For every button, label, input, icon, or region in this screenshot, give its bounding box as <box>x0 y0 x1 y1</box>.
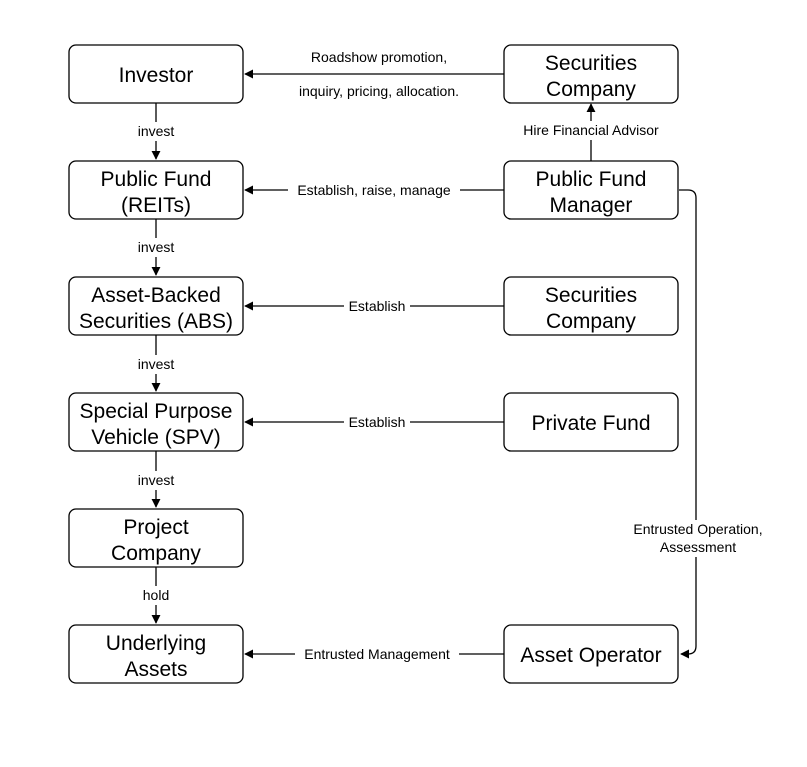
public-fund-manager-node: Public Fund Manager <box>503 160 679 220</box>
underlying-assets-node: Underlying Assets <box>68 624 244 684</box>
spv-label-line2: Vehicle (SPV) <box>91 426 221 449</box>
spv-label-line1: Special Purpose <box>80 400 233 423</box>
underlying-assets-label-line2: Assets <box>124 658 187 681</box>
invest-label-2: invest <box>138 239 175 255</box>
hire-advisor-label: Hire Financial Advisor <box>523 122 659 138</box>
asset-operator-label: Asset Operator <box>520 644 661 667</box>
underlying-assets-label-line1: Underlying <box>106 632 206 655</box>
public-fund-node: Public Fund (REITs) <box>68 160 244 220</box>
investor-node: Investor <box>68 44 244 104</box>
entrusted-management-label: Entrusted Management <box>304 646 450 662</box>
entrusted-operation-label-line1: Entrusted Operation, <box>633 521 762 537</box>
securities-company-mid-label-line1: Securities <box>545 284 637 307</box>
investor-label: Investor <box>119 64 194 87</box>
public-fund-label-line2: (REITs) <box>121 194 191 217</box>
private-fund-label: Private Fund <box>531 412 650 435</box>
hold-label: hold <box>143 587 169 603</box>
securities-company-top-label-line1: Securities <box>545 52 637 75</box>
abs-node: Asset-Backed Securities (ABS) <box>68 276 244 336</box>
public-fund-manager-label-line1: Public Fund <box>536 168 647 191</box>
asset-operator-node: Asset Operator <box>503 624 679 684</box>
securities-company-mid-node: Securities Company <box>503 276 679 336</box>
entrusted-operation-label-line2: Assessment <box>660 539 736 555</box>
establish-spv-label: Establish <box>349 414 406 430</box>
establish-raise-manage-label: Establish, raise, manage <box>297 182 451 198</box>
invest-label-4: invest <box>138 472 175 488</box>
abs-label-line1: Asset-Backed <box>91 284 221 307</box>
establish-abs-label: Establish <box>349 298 406 314</box>
securities-company-top-node: Securities Company <box>503 44 679 104</box>
roadshow-label-line1: Roadshow promotion, <box>311 49 447 65</box>
securities-company-top-label-line2: Company <box>546 78 636 101</box>
spv-node: Special Purpose Vehicle (SPV) <box>68 392 244 452</box>
project-company-node: Project Company <box>68 508 244 568</box>
private-fund-node: Private Fund <box>503 392 679 452</box>
public-fund-label-line1: Public Fund <box>101 168 212 191</box>
roadshow-label-line2: inquiry, pricing, allocation. <box>299 83 459 99</box>
public-fund-manager-label-line2: Manager <box>550 194 633 217</box>
project-company-label-line1: Project <box>123 516 189 539</box>
securities-company-mid-label-line2: Company <box>546 310 636 333</box>
project-company-label-line2: Company <box>111 542 201 565</box>
abs-label-line2: Securities (ABS) <box>79 310 233 333</box>
invest-label-3: invest <box>138 356 175 372</box>
invest-label-1: invest <box>138 123 175 139</box>
entrusted-operation-arrow <box>679 189 697 659</box>
